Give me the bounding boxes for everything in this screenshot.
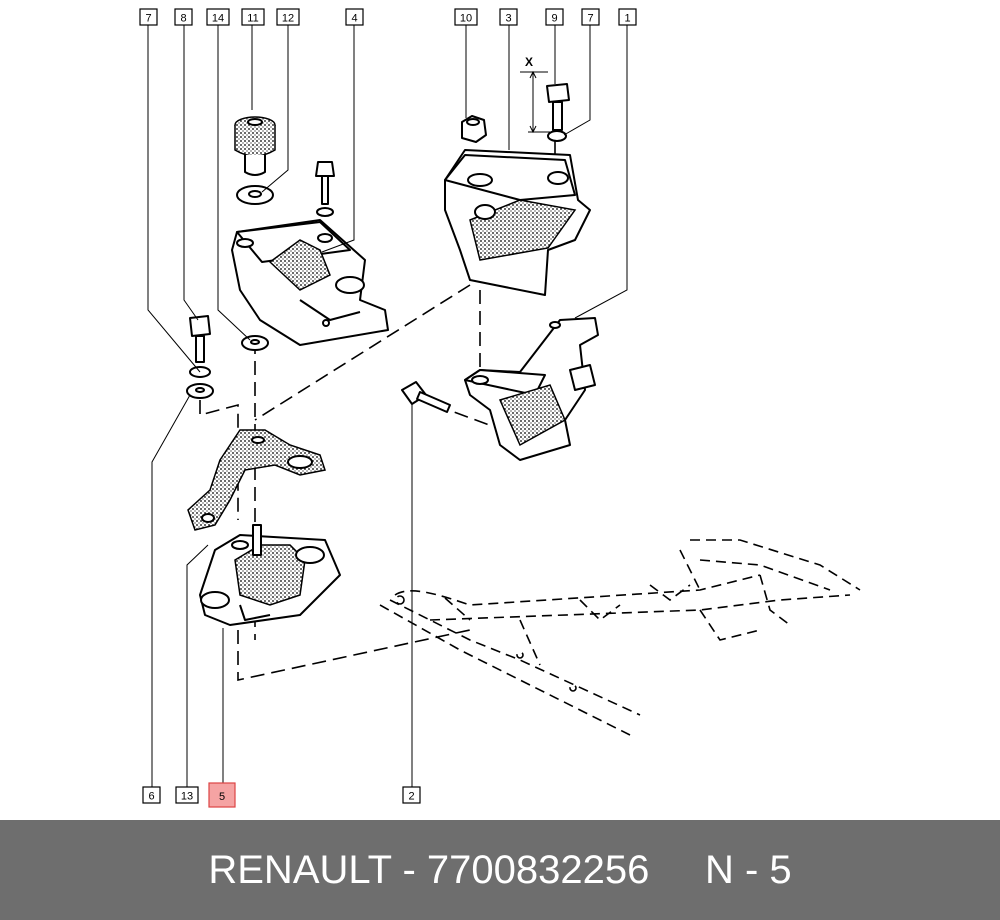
bracket-3	[444, 149, 591, 296]
svg-text:4: 4	[351, 13, 357, 25]
svg-text:2: 2	[408, 791, 414, 803]
bracket-1	[464, 317, 599, 461]
svg-text:11: 11	[247, 13, 258, 25]
footer-bar: RENAULT - 7700832256 N - 5	[0, 820, 1000, 920]
bolt-4	[315, 161, 335, 217]
bolt-2	[401, 381, 451, 413]
callout-11: 11	[241, 8, 265, 26]
callout-12: 12	[276, 8, 300, 26]
callout-7-top: 7	[139, 8, 158, 26]
svg-text:13: 13	[181, 791, 193, 803]
svg-text:10: 10	[460, 13, 472, 25]
callout-5-highlighted: 5	[208, 782, 236, 808]
subframe-outline	[379, 539, 861, 736]
bolt-8	[186, 315, 214, 399]
engine-mount-5	[199, 524, 341, 626]
dimension-x-label: X	[525, 55, 533, 69]
svg-text:1: 1	[624, 13, 630, 25]
callout-10: 10	[454, 8, 478, 26]
svg-text:7: 7	[145, 13, 151, 25]
svg-text:9: 9	[551, 13, 557, 25]
svg-text:7: 7	[587, 13, 593, 25]
svg-text:6: 6	[148, 791, 154, 803]
svg-text:14: 14	[212, 13, 224, 25]
svg-text:12: 12	[282, 13, 294, 25]
torque-link-13	[187, 429, 326, 531]
nut-10	[461, 115, 487, 143]
callout-14: 14	[206, 8, 230, 26]
callout-7-right: 7	[581, 8, 600, 26]
assembly-lines	[199, 140, 556, 681]
rubber-bushing	[234, 116, 276, 176]
bracket-4	[231, 219, 389, 346]
svg-text:3: 3	[505, 13, 511, 25]
callout-3: 3	[499, 8, 518, 26]
svg-text:5: 5	[219, 791, 225, 803]
part-number-caption: RENAULT - 7700832256 N - 5	[208, 847, 792, 892]
callout-13: 13	[175, 786, 199, 804]
parts-diagram: X	[139, 8, 861, 808]
callout-9: 9	[545, 8, 564, 26]
svg-text:8: 8	[180, 13, 186, 25]
callout-8: 8	[174, 8, 193, 26]
washer-12	[236, 185, 274, 205]
callout-4: 4	[345, 8, 364, 26]
callout-2: 2	[402, 786, 421, 804]
callout-6: 6	[142, 786, 161, 804]
washer-14	[241, 335, 269, 351]
leader-lines	[147, 25, 628, 787]
bolt-9	[520, 70, 570, 142]
callout-1: 1	[618, 8, 637, 26]
